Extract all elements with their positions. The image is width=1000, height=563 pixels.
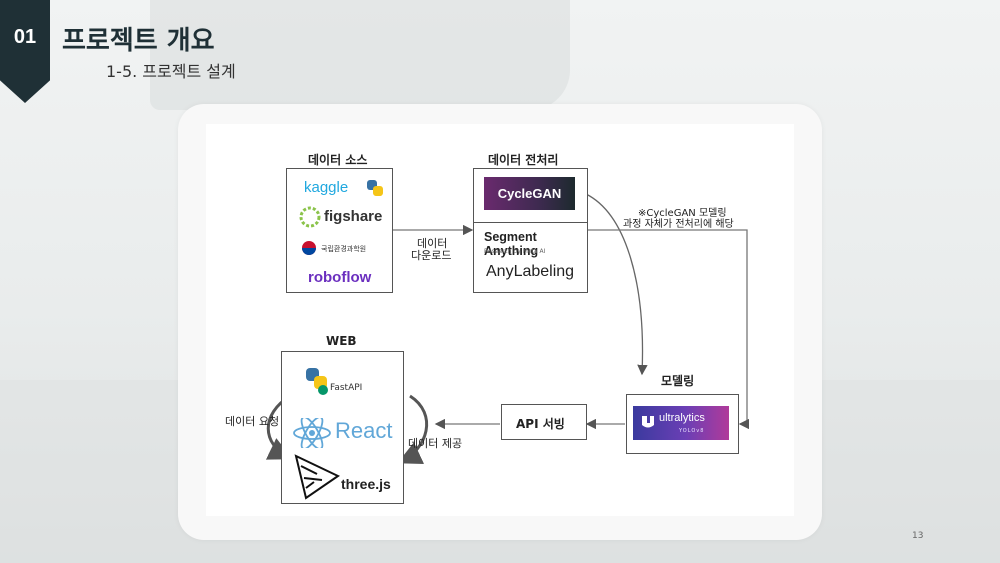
- data-request-label: 데이터 요청: [225, 415, 280, 428]
- download-label-2: 다운로드: [411, 249, 452, 262]
- page-subtitle: 1-5. 프로젝트 설계: [106, 62, 236, 81]
- data-provide-label: 데이터 제공: [408, 437, 463, 450]
- arrow-preprocess-to-modeling: [588, 229, 750, 430]
- cyclegan-note-line-2: 과정 자체가 전처리에 해당: [623, 219, 734, 230]
- section-number: 01: [13, 26, 37, 48]
- modeling-box: ultralytics YOLOv8: [626, 394, 739, 454]
- preprocessing-box: CycleGAN Segment Anything Research by Me…: [473, 168, 588, 293]
- web-label: WEB: [326, 334, 357, 348]
- segment-anything-subtitle: Research by Meta AI: [484, 248, 546, 255]
- nier-logo: 국립환경과학원: [321, 245, 367, 253]
- anylabeling-logo: AnyLabeling: [486, 263, 575, 280]
- modeling-label: 모델링: [661, 374, 695, 388]
- react-logo: React: [335, 418, 393, 443]
- fastapi-logo: FastAPI: [330, 383, 363, 393]
- fastapi-icon: [318, 385, 328, 395]
- figshare-icon: [299, 206, 321, 228]
- page-number: 13: [912, 531, 924, 541]
- ultralytics-icon: [642, 416, 654, 428]
- download-label-1: 데이터: [417, 237, 448, 250]
- roboflow-logo: roboflow: [308, 269, 372, 286]
- data-source-label: 데이터 소스: [308, 153, 368, 167]
- cyclegan-note-line-1: ※CycleGAN 모델링: [638, 208, 727, 219]
- page-title: 프로젝트 개요: [62, 26, 215, 56]
- ultralytics-logo: ultralytics YOLOv8: [633, 406, 729, 440]
- preprocessing-label: 데이터 전처리: [488, 153, 559, 167]
- nier-emblem-icon: [302, 241, 316, 255]
- api-serving-label: API 서빙: [516, 417, 565, 431]
- arrow-cyclegan-to-modeling: [585, 193, 648, 376]
- ultralytics-text: ultralytics: [659, 412, 705, 424]
- threejs-icon: [294, 454, 340, 500]
- section-badge: 01: [0, 0, 50, 103]
- python-icon: [306, 368, 327, 389]
- segment-anything-logo: Segment Anything: [484, 230, 539, 258]
- web-box: FastAPI React three.js: [281, 351, 404, 504]
- cyclegan-logo: CycleGAN: [484, 177, 575, 210]
- background-shape: [150, 0, 570, 110]
- data-source-box: kaggle figshare 국립환경과학원 roboflow: [286, 168, 393, 293]
- python-icon: [367, 180, 383, 196]
- kaggle-logo: kaggle: [304, 179, 349, 196]
- react-icon: [293, 418, 331, 448]
- yolov8-text: YOLOv8: [679, 428, 705, 434]
- architecture-diagram: 데이터 소스 kaggle figshare 국립환경과학원 roboflow …: [206, 124, 794, 516]
- preprocessing-divider: [474, 222, 587, 223]
- threejs-logo: three.js: [341, 476, 391, 492]
- api-serving-box: API 서빙: [501, 404, 587, 440]
- arrow-data-provide: [397, 394, 429, 465]
- figshare-logo: figshare: [324, 208, 383, 225]
